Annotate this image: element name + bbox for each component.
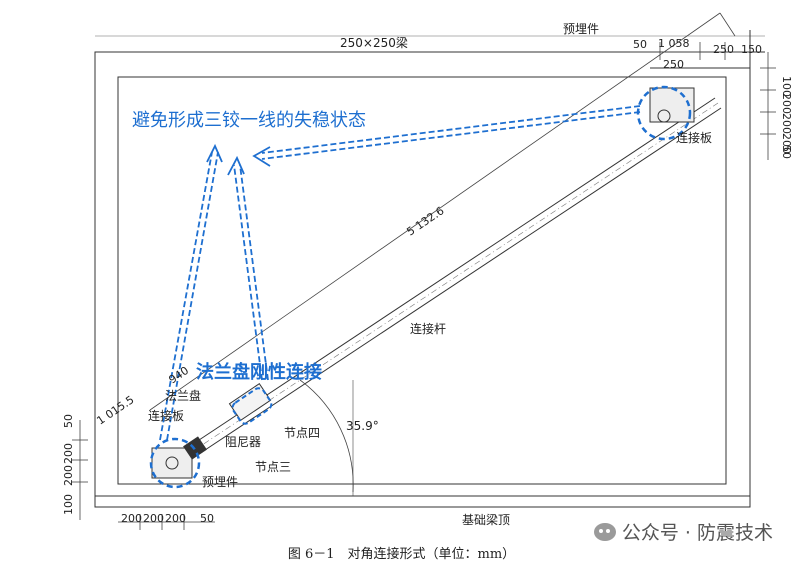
dim-left-200b: 200 bbox=[62, 465, 75, 486]
embed-top-label: 预埋件 bbox=[563, 22, 599, 36]
dim-top-50: 50 bbox=[633, 38, 647, 51]
instability-arrows bbox=[159, 105, 641, 441]
connecting-rod bbox=[189, 97, 722, 457]
plate-bottom-label: 连接板 bbox=[148, 408, 184, 423]
dim-top-250b: 250 bbox=[663, 58, 684, 71]
arrow-heads bbox=[206, 143, 271, 176]
flange-highlight bbox=[231, 387, 273, 425]
angle-label: 35.9° bbox=[346, 419, 379, 433]
top-node-assembly bbox=[649, 67, 750, 123]
flange-label: 法兰盘 bbox=[165, 388, 201, 403]
dim-top-250: 250 bbox=[713, 43, 734, 56]
right-dimension-lines bbox=[760, 52, 776, 160]
node4-label: 节点四 bbox=[284, 426, 320, 440]
foundation-label: 基础梁顶 bbox=[462, 512, 510, 527]
dim-left-50: 50 bbox=[62, 414, 75, 428]
left-dimension-lines bbox=[72, 420, 88, 520]
bottom-dimension-lines bbox=[118, 514, 215, 530]
dim-bottom-200b: 200 bbox=[143, 512, 164, 525]
dim-right-200c: 200 bbox=[780, 133, 793, 154]
instability-annotation: 避免形成三铰一线的失稳状态 bbox=[132, 110, 366, 131]
dim-left-100: 100 bbox=[62, 494, 75, 515]
dim-left-200a: 200 bbox=[62, 443, 75, 464]
dim-1015-label: 1 015.5 bbox=[94, 393, 136, 427]
flange-rigid-annotation: 法兰盘刚性连接 bbox=[196, 361, 322, 383]
dim-right-200a: 200 bbox=[780, 93, 793, 114]
dim-bottom-200c: 200 bbox=[165, 512, 186, 525]
dim-right-200b: 200 bbox=[780, 113, 793, 134]
frame-inner bbox=[117, 76, 727, 485]
top-dimension-lines bbox=[630, 42, 750, 60]
dim-bottom-200a: 200 bbox=[121, 512, 142, 525]
plate-top-label: 连接板 bbox=[676, 130, 712, 145]
length-dimension bbox=[149, 12, 736, 411]
wechat-icon bbox=[593, 522, 616, 541]
watermark-text: 公众号 · 防震技术 bbox=[621, 522, 773, 544]
length-label: 5 132.6 bbox=[404, 204, 446, 238]
watermark: 公众号 · 防震技术 bbox=[593, 518, 773, 545]
bottom-joint-highlight bbox=[149, 437, 201, 489]
dim-right-50: 50 bbox=[780, 145, 793, 159]
dim-right-100: 100 bbox=[780, 76, 793, 97]
dim-bottom-50: 50 bbox=[200, 512, 214, 525]
dim-top-1058: 1 058 bbox=[658, 37, 690, 50]
damper-label: 阻尼器 bbox=[225, 435, 261, 449]
embed-bottom-label: 预埋件 bbox=[202, 475, 238, 489]
dim-top-150: 150 bbox=[741, 43, 762, 56]
node3-label: 节点三 bbox=[255, 460, 291, 474]
beam-label: 250×250梁 bbox=[340, 35, 408, 50]
figure-caption: 图 6－1 对角连接形式（单位：mm） bbox=[287, 547, 516, 562]
rod-label: 连接杆 bbox=[410, 321, 446, 336]
